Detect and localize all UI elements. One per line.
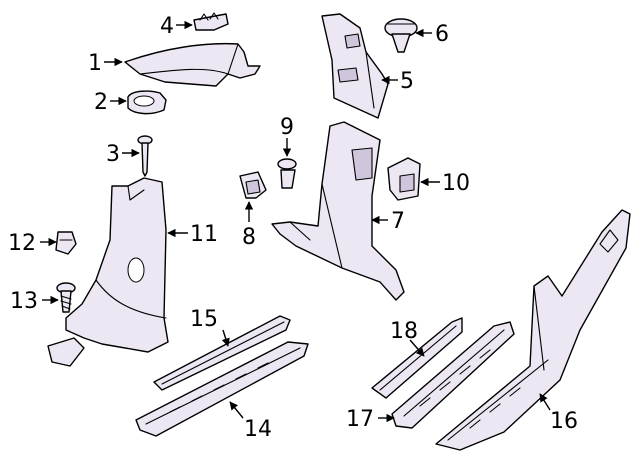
- part-18-trim-strip[interactable]: [371, 317, 463, 399]
- callout-7: 7: [391, 209, 405, 234]
- part-1-upper-pillar-trim[interactable]: [124, 42, 261, 87]
- part-3-bolt[interactable]: [137, 135, 153, 177]
- callout-14: 14: [244, 417, 272, 442]
- callout-6: 6: [435, 22, 449, 47]
- part-14-sill-plate[interactable]: [135, 341, 309, 437]
- callout-labels: 1 2 3 4 5 6 7 8 9 10 11 12 13 14 15 16 1…: [8, 14, 578, 442]
- callout-16: 16: [550, 409, 578, 434]
- callout-18: 18: [390, 319, 418, 344]
- callout-12: 12: [8, 231, 36, 256]
- part-8-clip[interactable]: [239, 171, 267, 199]
- part-13-screw[interactable]: [56, 282, 76, 313]
- part-2-handle-cover[interactable]: [127, 90, 167, 115]
- part-9-fastener[interactable]: [277, 158, 297, 189]
- callout-2: 2: [94, 90, 108, 115]
- callout-10: 10: [442, 171, 470, 196]
- callout-1: 1: [88, 51, 102, 76]
- part-10-cover[interactable]: [387, 157, 421, 201]
- part-16-rear-sill[interactable]: [435, 209, 631, 451]
- callout-8: 8: [242, 225, 256, 250]
- part-12-push-nut[interactable]: [55, 231, 77, 255]
- part-6-push-fastener[interactable]: [384, 18, 418, 53]
- part-17-sill-plate[interactable]: [391, 321, 515, 429]
- callout-9: 9: [280, 115, 294, 140]
- part-7-pillar-lower-trim[interactable]: [271, 121, 405, 301]
- callout-17: 17: [346, 407, 374, 432]
- callout-13: 13: [10, 289, 38, 314]
- part-4-clip[interactable]: [193, 12, 229, 31]
- part-5-pillar-upper-trim[interactable]: [321, 13, 389, 119]
- part-15-sill-strip[interactable]: [153, 315, 291, 391]
- callout-5: 5: [400, 69, 414, 94]
- callout-11: 11: [190, 222, 218, 247]
- part-11-lower-pillar-trim[interactable]: [47, 177, 169, 367]
- callout-4: 4: [160, 14, 174, 39]
- leader-lines: [40, 20, 551, 423]
- callout-3: 3: [106, 142, 120, 167]
- callout-15: 15: [190, 307, 218, 332]
